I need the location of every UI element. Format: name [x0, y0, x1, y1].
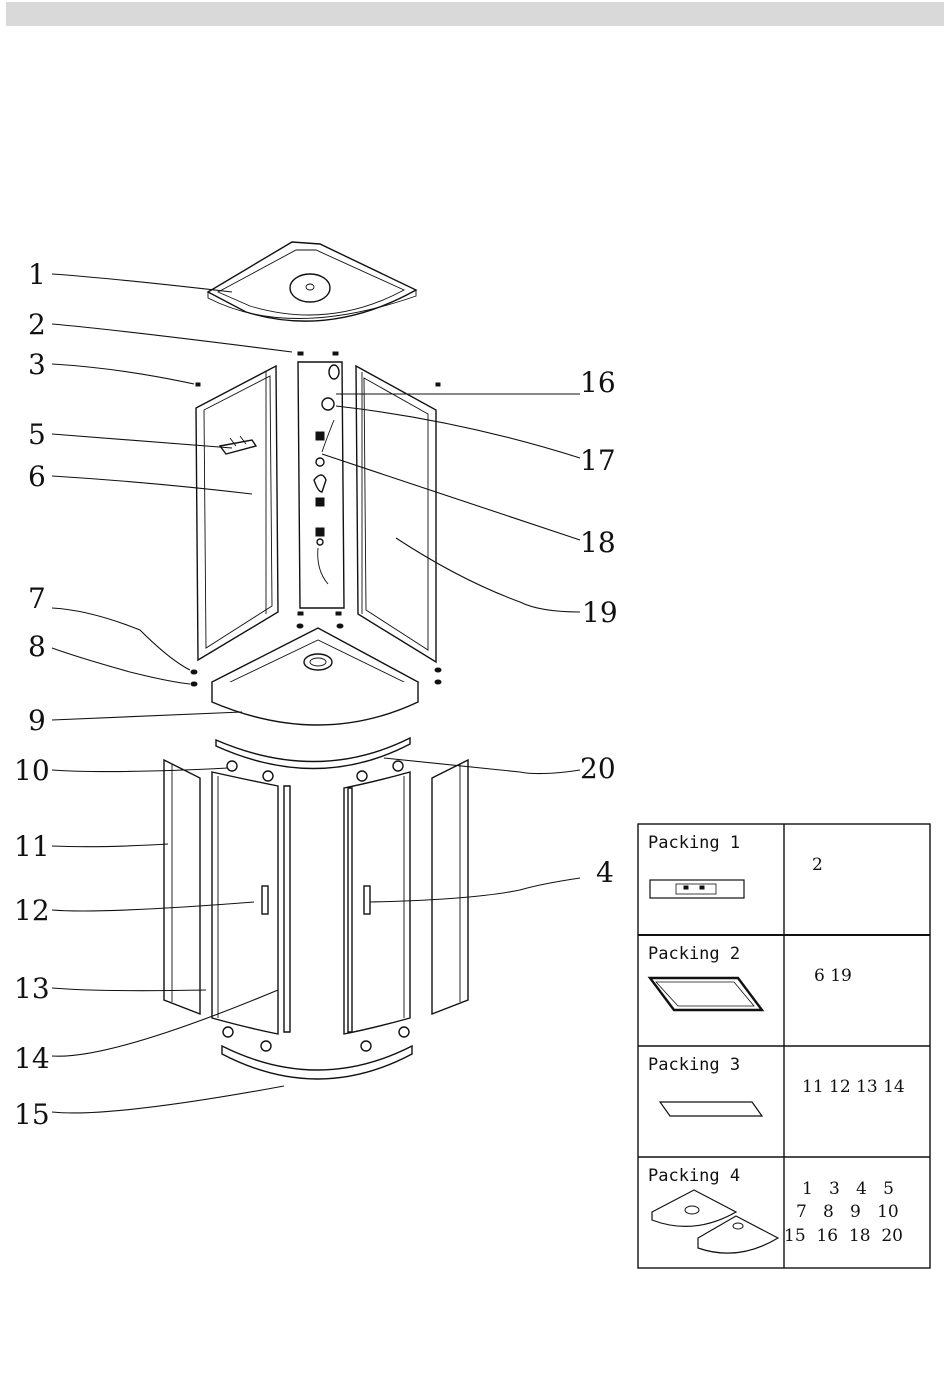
callout-17: 17 — [580, 444, 616, 477]
bottom-curved-rail — [222, 1046, 412, 1079]
callout-8: 8 — [28, 630, 46, 663]
callout-6: 6 — [28, 460, 46, 493]
callout-11: 11 — [14, 830, 50, 863]
callout-12: 12 — [14, 894, 50, 927]
callout-5: 5 — [28, 418, 46, 451]
packing-3-parts: 11 12 13 14 — [802, 1077, 905, 1097]
packing-2-title: Packing 2 — [648, 944, 740, 964]
roof-panel — [208, 242, 416, 321]
callout-20: 20 — [580, 752, 616, 785]
left-fixed-panel — [164, 760, 200, 1014]
callout-16: 16 — [580, 366, 616, 399]
packing-table: Packing 1 2 Packing 2 6 19 Packing 3 11 … — [638, 824, 930, 1268]
packing-1-title: Packing 1 — [648, 833, 740, 853]
packing-4-title: Packing 4 — [648, 1166, 740, 1186]
packing-3-title: Packing 3 — [648, 1055, 740, 1075]
packing-3-icon — [660, 1102, 762, 1116]
callout-9: 9 — [28, 704, 46, 737]
callout-2: 2 — [28, 308, 46, 341]
packing-4-parts-line3: 15 16 18 20 — [784, 1226, 903, 1246]
callout-18: 18 — [580, 526, 616, 559]
callout-13: 13 — [14, 972, 50, 1005]
top-curved-rail — [216, 738, 410, 769]
packing-4-icon — [652, 1190, 778, 1253]
right-door — [344, 772, 410, 1034]
packing-2-icon — [650, 978, 762, 1010]
callout-15: 15 — [14, 1098, 50, 1131]
callout-1: 1 — [28, 258, 46, 291]
right-fixed-panel — [432, 760, 468, 1014]
callout-3: 3 — [28, 348, 46, 381]
packing-1-icon — [650, 880, 744, 898]
callout-14: 14 — [14, 1042, 50, 1075]
shower-column — [297, 352, 344, 628]
shower-tray — [212, 628, 418, 725]
packing-4-parts-line2: 7 8 9 10 — [796, 1202, 899, 1222]
packing-1-parts: 2 — [812, 855, 823, 875]
callout-10: 10 — [14, 754, 50, 787]
packing-2-parts: 6 19 — [814, 966, 852, 986]
callout-4: 4 — [596, 856, 614, 889]
left-door — [212, 772, 290, 1034]
callout-7: 7 — [28, 582, 46, 615]
callout-19: 19 — [582, 596, 618, 629]
packing-4-parts-line1: 1 3 4 5 — [802, 1179, 894, 1199]
left-back-panel — [196, 366, 278, 660]
